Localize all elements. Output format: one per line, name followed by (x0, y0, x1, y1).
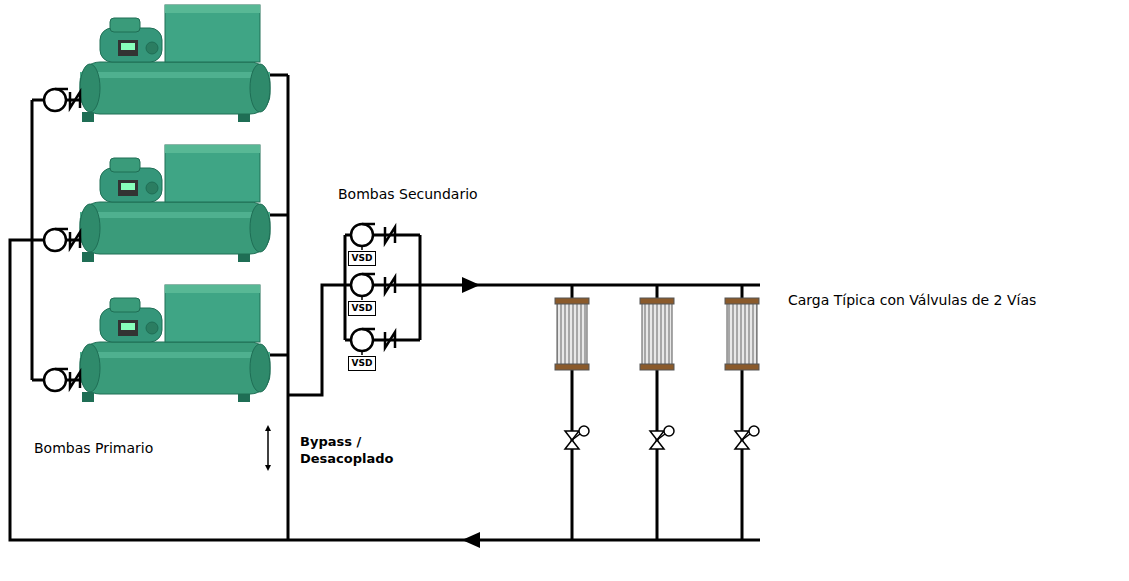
annotation-label: Bypass / Desacoplado (300, 433, 415, 467)
annotation-label: Carga Típica con Válvulas de 2 Vías (788, 292, 1036, 309)
vsd-box: VSD (348, 356, 377, 371)
vsd-text: VSD (352, 253, 373, 264)
vsd-text: VSD (352, 303, 373, 314)
vsd-text: VSD (352, 358, 373, 369)
annotation-label: Bombas Primario (34, 440, 153, 457)
vsd-box: VSD (348, 251, 377, 266)
vsd-box: VSD (348, 301, 377, 316)
annotation-label: Bombas Secundario (338, 186, 478, 203)
